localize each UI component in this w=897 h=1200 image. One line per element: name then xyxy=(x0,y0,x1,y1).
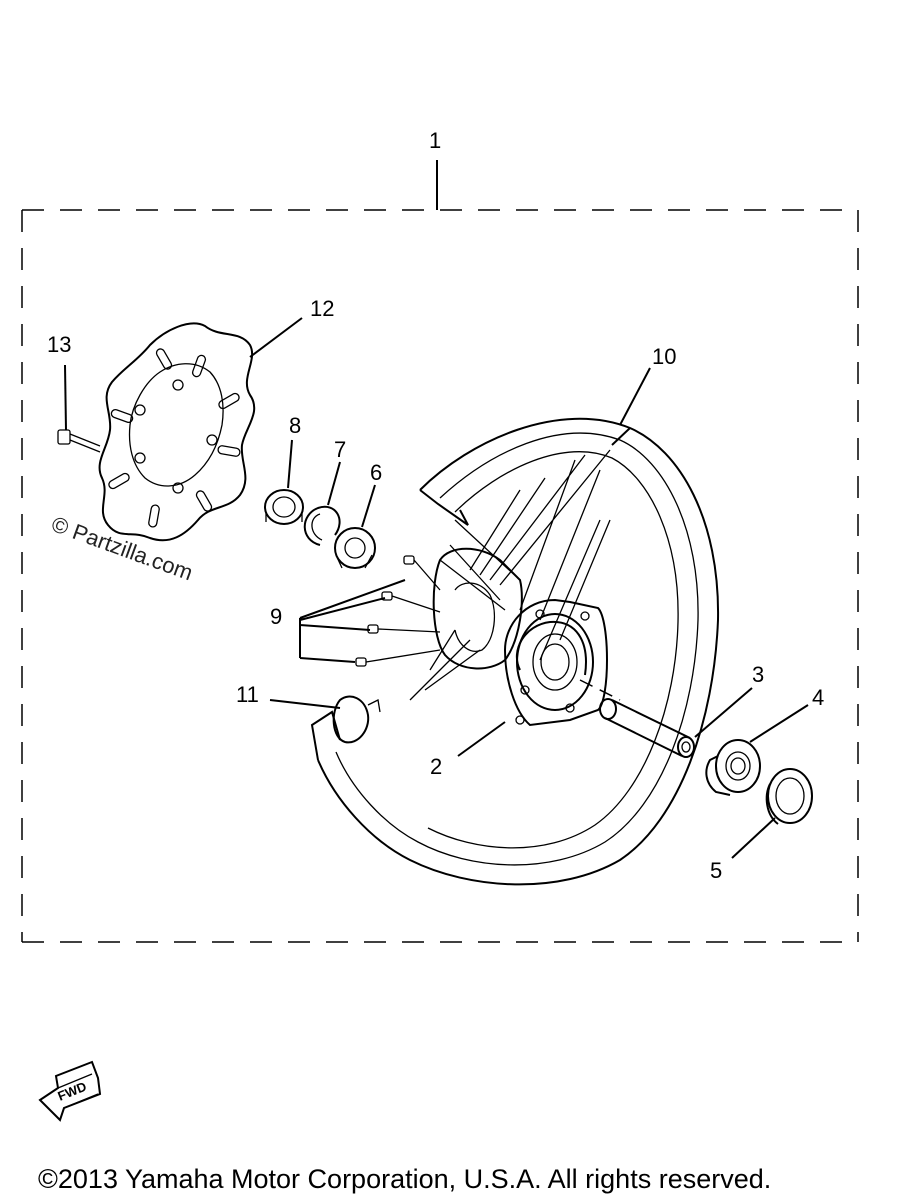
watermark: © Partzilla.com xyxy=(48,511,196,585)
callout-4: 4 xyxy=(812,685,824,710)
callout-5: 5 xyxy=(710,858,722,883)
assembly-boundary xyxy=(21,209,859,943)
leader-10 xyxy=(619,367,651,426)
callout-11: 11 xyxy=(236,682,259,707)
leader-2 xyxy=(457,721,506,757)
collar-3 xyxy=(599,698,695,758)
copyright-footer: ©2013 Yamaha Motor Corporation, U.S.A. A… xyxy=(38,1164,771,1194)
callout-9: 9 xyxy=(270,604,282,629)
oil-seal-8 xyxy=(264,489,304,525)
wheel-spokes xyxy=(409,449,611,701)
disc-bolt xyxy=(57,429,101,453)
spoke-nipples-9 xyxy=(355,555,441,667)
callout-2: 2 xyxy=(430,754,442,779)
callout-3: 3 xyxy=(752,662,764,687)
callout-1: 1 xyxy=(429,128,441,153)
callout-12: 12 xyxy=(310,296,334,321)
leader-9 xyxy=(299,579,406,663)
leader-8 xyxy=(287,439,293,489)
bearing-4 xyxy=(705,739,761,796)
callout-13: 13 xyxy=(47,332,71,357)
callout-10: 10 xyxy=(652,344,676,369)
leader-13 xyxy=(64,364,67,431)
leader-6 xyxy=(361,484,376,528)
leader-12 xyxy=(249,317,303,358)
bearing-6 xyxy=(334,527,376,569)
circlip-7 xyxy=(303,505,341,546)
leader-3 xyxy=(694,687,753,738)
brake-disc xyxy=(98,322,256,542)
valve-cap-11 xyxy=(332,695,381,744)
oil-seal-5 xyxy=(765,768,813,825)
leader-11 xyxy=(269,699,341,709)
fwd-arrow-icon: FWD xyxy=(38,1060,102,1122)
callout-6: 6 xyxy=(370,460,382,485)
wheel-hub xyxy=(432,547,608,727)
callout-8: 8 xyxy=(289,413,301,438)
leader-4 xyxy=(749,704,809,743)
callout-7: 7 xyxy=(334,437,346,462)
leader-7 xyxy=(327,461,341,506)
leader-5 xyxy=(731,817,776,859)
